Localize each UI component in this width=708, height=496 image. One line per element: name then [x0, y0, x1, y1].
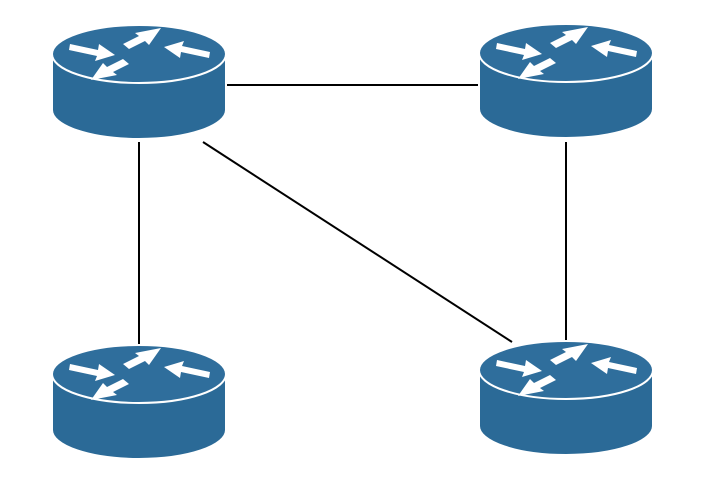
router-bottom-left: [51, 344, 227, 460]
router-icon: [478, 340, 654, 456]
router-icon: [51, 24, 227, 140]
router-top-left: [51, 24, 227, 140]
link-top-left-to-bottom-right: [202, 141, 513, 343]
router-top-right: [478, 23, 654, 139]
router-icon: [478, 23, 654, 139]
router-icon: [51, 344, 227, 460]
router-bottom-right: [478, 340, 654, 456]
